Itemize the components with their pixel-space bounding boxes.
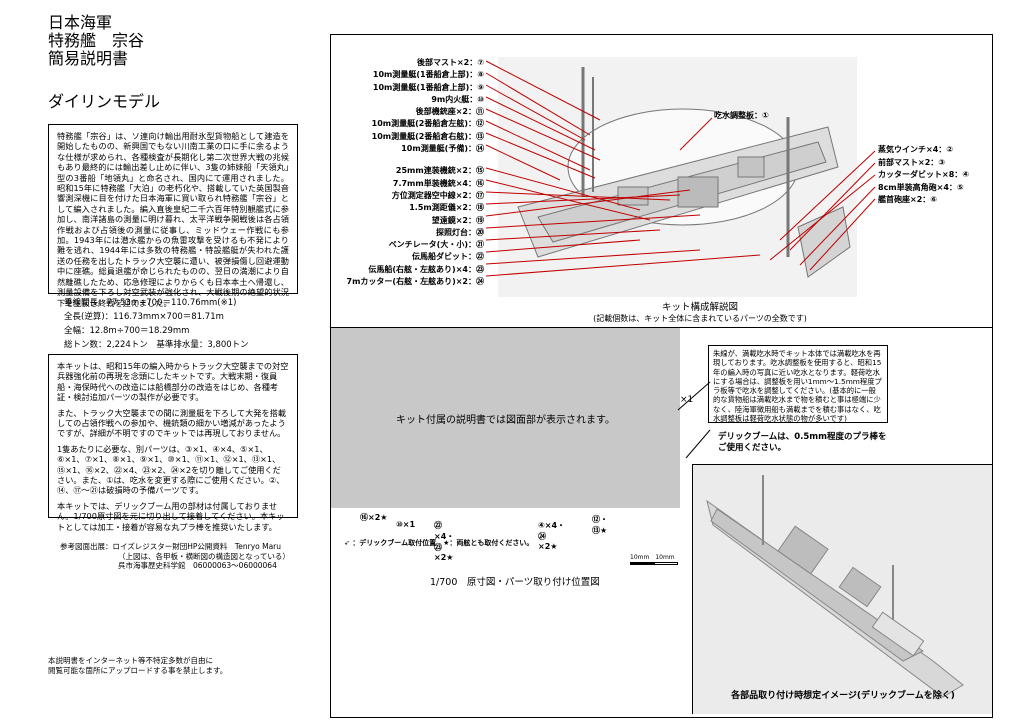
parts-labels-left: 後部マスト×2：⑦ 10m測量艇(1番船倉上部)：⑧ 10m測量艇(1番船倉上部… (347, 57, 484, 288)
references: 参考図面出展：ロイズレジスター財団HP公開資料 Tenryo Maru （上図は… (60, 542, 290, 571)
title-line: 日本海軍 (48, 13, 113, 32)
part-label-spacer (347, 155, 484, 165)
part-label: 伝馬船(右舷・左舷あり)×4：㉓ (368, 264, 484, 274)
part-label: 後部機銃座×2：⑪ (415, 107, 484, 117)
part-label: 後部マスト×2：⑦ (416, 58, 484, 67)
notice-line: 閲覧可能な箇所にアップロードする事を禁止します。 (48, 665, 228, 675)
legend-row: ➶ ：デリックブーム取付位置 ★：両舷とも取付ください。 (344, 538, 533, 548)
part-label: 10m測量艇(1番船倉上部)：⑧ (372, 70, 484, 80)
diagram-frame (330, 34, 993, 718)
part-label: 10m測量艇(2番船倉右舷)：⑬ (371, 131, 484, 141)
caption-title: キット構成解説図 (661, 302, 738, 313)
scale-bar: 10mm 10mm (630, 554, 678, 565)
kit-paragraph: 本キットは、昭和15年の編入時からトラック大空襲までの対空兵器強化前の再現を念頭… (57, 361, 289, 403)
history-text: 特務艦「宗谷」は、ソ連向け輸出用耐氷型貨物船として建造を開始したものの、新興国で… (57, 131, 289, 308)
position-mark: ⑩×1 (396, 520, 416, 529)
render-caption: 各部品取り付け時想定イメージ(デリックブームを除く) (731, 691, 955, 701)
part-label: 10m測量艇(予備)：⑭ (401, 144, 484, 154)
manufacturer-name: ダイリンモデル (48, 92, 161, 111)
ref-line: 呉市海事歴史科学館 06000063～06000064 (118, 561, 277, 570)
part-label: 探照灯台：⑳ (436, 227, 484, 237)
scale-label: 10mm (630, 554, 650, 561)
part-label: 7mカッター(右舷・左舷あり)×2：㉔ (346, 277, 484, 287)
part-label-trim-plate: 吃水調整板：① (714, 111, 769, 120)
position-mark: ④×4・㉔×2★ (538, 521, 566, 551)
part-label: カッターダビット×8：④ (878, 170, 970, 179)
part-label: 艦首砲座×2：⑥ (878, 195, 938, 204)
plan-drawing-placeholder: キット付属の説明書では図面部が表示されます。 (331, 328, 680, 508)
spec-line: 全幅：12.8m÷700＝18.29mm (64, 326, 190, 336)
position-mark: ⑫・⑬★ (592, 515, 608, 535)
derrick-note-line: デリックブームは、0.5mm程度のプラ棒を (718, 432, 887, 442)
parts-labels-right: 蒸気ウインチ×4：② 前部マスト×2：③ カッターダビット×8：④ 8cm単装高… (878, 144, 969, 207)
part-label: 伝馬船ダビット：㉒ (412, 252, 484, 262)
draft-note-pointer (677, 381, 711, 459)
scale-label: 10mm (655, 554, 675, 561)
specifications: 垂線間長：77.53m÷700＝110.76mm(※1) 全長(逆算)：116.… (64, 296, 249, 352)
caption-subtitle: (記載個数は、キット全体に含まれているパーツの全数です) (593, 314, 807, 323)
kit-notes-box: 本キットは、昭和15年の編入時からトラック大空襲までの対空兵器強化前の再現を念頭… (48, 354, 298, 532)
part-label: 方位測定器空中線×2：⑰ (391, 190, 484, 200)
plan-caption: 1/700 原寸図・パーツ取り付け位置図 (430, 577, 600, 588)
derrick-note: デリックブームは、0.5mm程度のプラ棒を ご使用ください。 (718, 432, 887, 454)
assembled-ship-illustration (706, 475, 964, 698)
ref-line: 参考図面出展：ロイズレジスター財団HP公開資料 Tenryo Maru (60, 542, 282, 551)
spec-line: 垂線間長：77.53m÷700＝110.76mm(※1) (64, 298, 237, 308)
history-box: 特務艦「宗谷」は、ソ連向け輸出用耐氷型貨物船として建造を開始したものの、新興国で… (48, 124, 298, 308)
title-line: 簡易説明書 (48, 49, 129, 68)
part-label: 9m内火艇：⑩ (431, 94, 484, 104)
count-label: ×1 (680, 395, 694, 405)
kit-paragraph: また、トラック大空襲までの間に測量艇を下ろして大発を搭載しての占領作戦への参加や… (57, 407, 287, 439)
upload-notice: 本説明書をインターネット等不特定多数が自由に 閲覧可能な箇所にアップロードする事… (48, 656, 227, 675)
position-mark: ⑯×2★ (360, 513, 388, 522)
spec-line: 総トン数：2,224トン 基準排水量：3,800トン (64, 340, 249, 350)
spec-line: 全長(逆算)：116.73mm×700＝81.71m (64, 312, 224, 322)
part-label: 25mm連装機銃×2：⑮ (395, 166, 484, 176)
part-label: 10m測量艇(1番船倉上部)：⑨ (372, 82, 484, 92)
ref-line: （上図は、各甲板・横断図の構造図となっている） (118, 551, 290, 561)
part-label: 7.7mm単装機銃×4：⑯ (392, 178, 484, 188)
legend-text: ：デリックブーム取付位置 ★：両舷とも取付ください。 (352, 539, 534, 547)
part-label: ベンチレータ(大・小)：㉑ (388, 240, 484, 250)
part-label: 8cm単装高角砲×4：⑤ (878, 182, 964, 192)
draft-note-text: 朱線が、満載吃水時でキット本体では満載吃水を再現しております。吃水調整板を使用す… (713, 349, 882, 424)
document-title: 日本海軍 特務艦 宗谷 簡易説明書 (48, 14, 144, 68)
kit-paragraph: 本キットでは、デリックブーム用の部材は付属しておりません。1/700原寸図を元に… (57, 500, 285, 532)
kit-paragraph: 1隻あたりに必要な、別パーツは、③×1、④×4、⑤×1、⑥×1、⑦×1、⑧×1、… (57, 443, 285, 496)
derrick-note-line: ご使用ください。 (718, 443, 787, 453)
notice-line: 本説明書をインターネット等不特定多数が自由に (48, 656, 213, 665)
kit-render-image (498, 57, 857, 297)
frame-divider (330, 327, 993, 328)
kit-diagram-caption: キット構成解説図 (記載個数は、キット全体に含まれているパーツの全数です) (580, 302, 820, 324)
part-label: 10m測量艇(2番船倉左舷)：⑫ (371, 119, 484, 129)
part-label: 蒸気ウインチ×4：② (878, 145, 954, 154)
position-mark: ㉒×4・㉓×2★ (434, 521, 455, 562)
placeholder-text: キット付属の説明書では図面部が表示されます。 (396, 414, 615, 426)
title-line: 特務艦 宗谷 (48, 31, 145, 50)
derrick-mark-icon: ➶ (344, 539, 350, 547)
part-label: 前部マスト×2：③ (878, 157, 946, 167)
part-label: 1.5m測距儀×2：⑱ (409, 203, 484, 213)
assembled-render-image (692, 464, 992, 714)
part-label: 望遠鏡×2：⑲ (431, 215, 484, 225)
draft-note-box: 朱線が、満載吃水時でキット本体では満載吃水を再現しております。吃水調整板を使用す… (708, 345, 888, 423)
